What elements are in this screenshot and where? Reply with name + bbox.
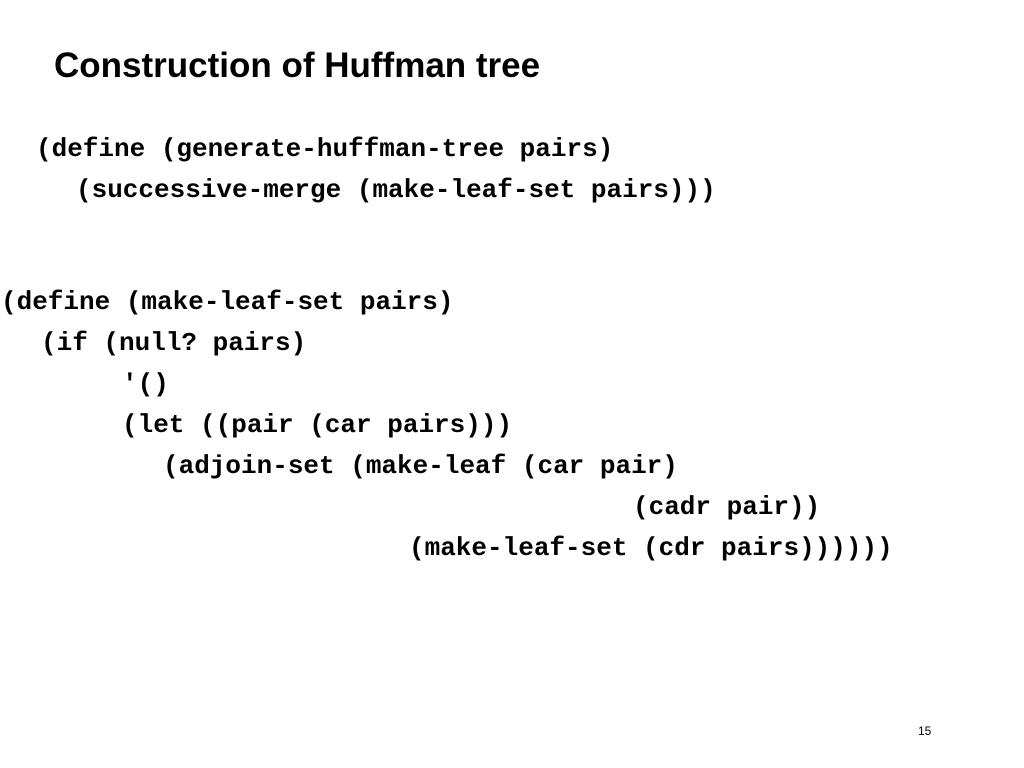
code-line: (successive-merge (make-leaf-set pairs))… <box>76 175 716 205</box>
code-line: (if (null? pairs) <box>41 328 307 358</box>
code-line: (cadr pair)) <box>633 492 821 522</box>
page-number: 15 <box>918 724 932 738</box>
slide-title: Construction of Huffman tree <box>54 46 541 85</box>
code-line: (adjoin-set (make-leaf (car pair) <box>163 451 678 481</box>
code-line: (define (make-leaf-set pairs) <box>1 287 454 317</box>
code-line: (make-leaf-set (cdr pairs)))))) <box>409 533 893 563</box>
code-line: (define (generate-huffman-tree pairs) <box>36 134 614 164</box>
code-line: (let ((pair (car pairs))) <box>122 410 513 440</box>
code-line: '() <box>122 369 169 399</box>
